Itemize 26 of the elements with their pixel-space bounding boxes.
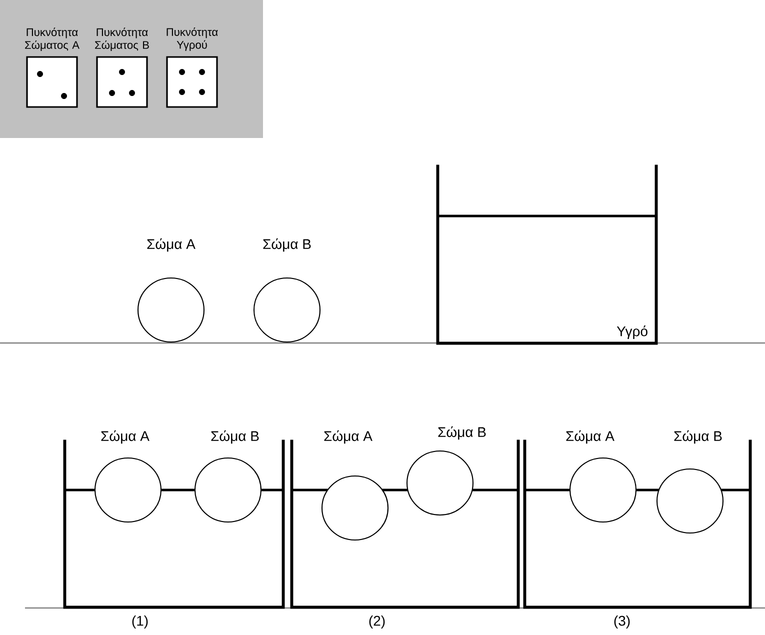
ball (94, 457, 162, 523)
node-label: Πυκνότητα Σώματος B (95, 28, 149, 51)
node-label: Πυκνότητα Υγρού (166, 27, 218, 51)
node-label: Πυκνότητα Σώματος A (25, 28, 80, 51)
ball (137, 277, 205, 343)
body-label: Σώμα A (101, 430, 150, 444)
container-label: (2) (369, 615, 385, 629)
body-label: Σώμα A (324, 430, 372, 444)
container-label: (3) (614, 615, 630, 629)
ball (569, 457, 637, 523)
body-label: Σώμα A (147, 238, 196, 252)
body-label: Σώμα B (211, 430, 259, 444)
container-drawing: Υγρό (436, 164, 658, 345)
body-label: Σώμα A (566, 430, 614, 444)
container-label: (1) (132, 615, 148, 629)
ball (321, 475, 389, 541)
body-label: Σώμα B (438, 426, 486, 440)
ball (194, 457, 262, 523)
body-label: Σώμα B (674, 430, 722, 444)
body-label: Σώμα B (263, 238, 311, 252)
density-box: Πυκνότητα Σώματος A (25, 28, 80, 108)
density-box: Πυκνότητα Σώματος B (95, 28, 149, 108)
ball (253, 277, 321, 343)
ball (406, 450, 474, 516)
ball (656, 468, 724, 534)
density-box: Πυκνότητα Υγρού (166, 28, 218, 108)
